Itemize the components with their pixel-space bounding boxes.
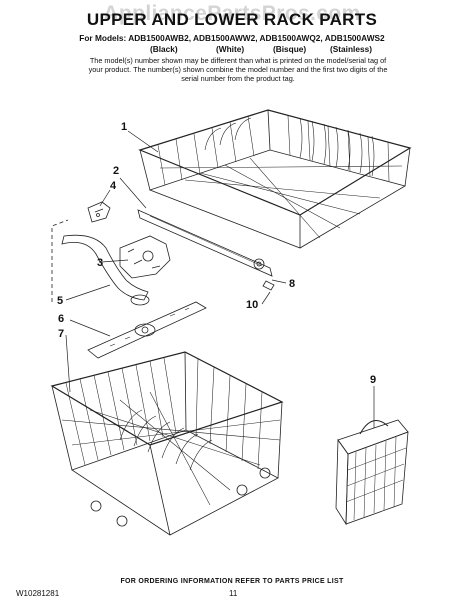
callout-6: 6 xyxy=(58,313,65,325)
rack-clip-drawing xyxy=(87,201,111,223)
callout-7: 7 xyxy=(58,328,65,340)
callout-5: 5 xyxy=(57,295,64,307)
finish-stainless: (Stainless) xyxy=(330,44,372,54)
lower-rack-drawing xyxy=(50,351,284,536)
callout-10: 10 xyxy=(246,299,259,311)
model-note: The model(s) number shown may be differe… xyxy=(88,56,388,83)
feed-tube-drawing xyxy=(61,234,150,306)
finish-white: (White) xyxy=(216,44,245,54)
page-number: 11 xyxy=(229,589,238,598)
callout-1: 1 xyxy=(121,121,128,133)
callout-4: 4 xyxy=(110,180,117,192)
page-title: UPPER AND LOWER RACK PARTS xyxy=(86,10,378,29)
watermark: AppliancePartsPros.com xyxy=(103,2,361,25)
models-line: For Models: ADB1500AWB2, ADB1500AWW2, AD… xyxy=(79,33,385,43)
spray-manifold-drawing xyxy=(119,235,171,279)
lower-spray-arm-drawing xyxy=(87,301,207,359)
callout-9: 9 xyxy=(370,374,377,386)
upper-rack-drawing xyxy=(138,109,412,249)
finish-black: (Black) xyxy=(150,44,178,54)
ordering-info: FOR ORDERING INFORMATION REFER TO PARTS … xyxy=(120,578,344,585)
callout-2: 2 xyxy=(113,165,120,177)
callout-3: 3 xyxy=(97,257,104,269)
callout-8: 8 xyxy=(289,278,296,290)
rack-adjuster-rail-drawing xyxy=(137,209,275,291)
silverware-basket-drawing xyxy=(335,419,409,526)
document-number: W10281281 xyxy=(16,589,60,598)
finish-bisque: (Bisque) xyxy=(273,44,307,54)
